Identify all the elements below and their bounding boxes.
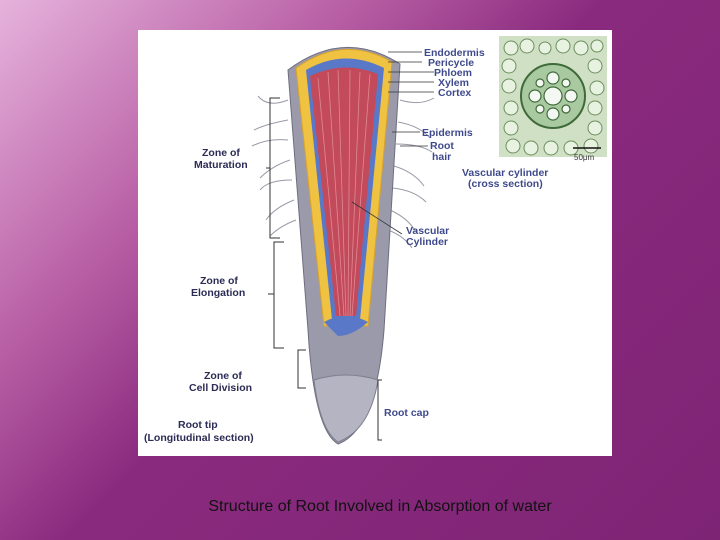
root-vascular-cylinder <box>310 67 378 316</box>
label-elongation-2: Elongation <box>191 287 246 299</box>
label-vascular-cross-1: Vascular cylinder <box>462 167 549 179</box>
label-vascular-cross-2: (cross section) <box>468 178 543 190</box>
label-cortex: Cortex <box>438 87 472 99</box>
zone-brackets <box>266 97 382 441</box>
root-hairs <box>251 95 435 249</box>
label-cell-division-2: Cell Division <box>189 382 253 394</box>
label-maturation-2: Maturation <box>194 159 248 171</box>
label-vascular-cylinder-2: Cylinder <box>406 236 449 248</box>
scale-bar-label: 50μm <box>574 153 595 162</box>
cross-section-micrograph <box>499 36 607 157</box>
label-pericycle: Pericycle <box>428 57 475 69</box>
label-phloem: Phloem <box>434 67 472 79</box>
label-root-cap: Root cap <box>384 407 429 419</box>
label-endodermis: Endodermis <box>424 47 485 59</box>
root-elongation-tip <box>324 316 368 336</box>
leader-lines <box>351 51 434 235</box>
label-elongation-1: Zone of <box>200 275 238 287</box>
label-xylem: Xylem <box>438 77 469 89</box>
label-cell-division-1: Zone of <box>204 370 242 382</box>
label-root-tip-2: (Longitudinal section) <box>144 432 254 444</box>
root-diagram-figure: 50μm Endodermis Pericycle Phloem Xylem C… <box>138 30 612 456</box>
label-vascular-cylinder-1: Vascular <box>406 225 450 237</box>
cross-section-image <box>499 36 607 157</box>
label-root-tip-1: Root tip <box>178 419 218 431</box>
vascular-strands <box>317 69 371 317</box>
label-root-hair-2: hair <box>432 151 452 163</box>
label-root-hair-1: Root <box>430 140 454 152</box>
root-cap-shape <box>313 374 379 443</box>
slide-caption: Structure of Root Involved in Absorption… <box>208 498 552 515</box>
label-maturation-1: Zone of <box>202 147 240 159</box>
label-epidermis: Epidermis <box>422 127 473 139</box>
root-illustration <box>251 47 435 445</box>
